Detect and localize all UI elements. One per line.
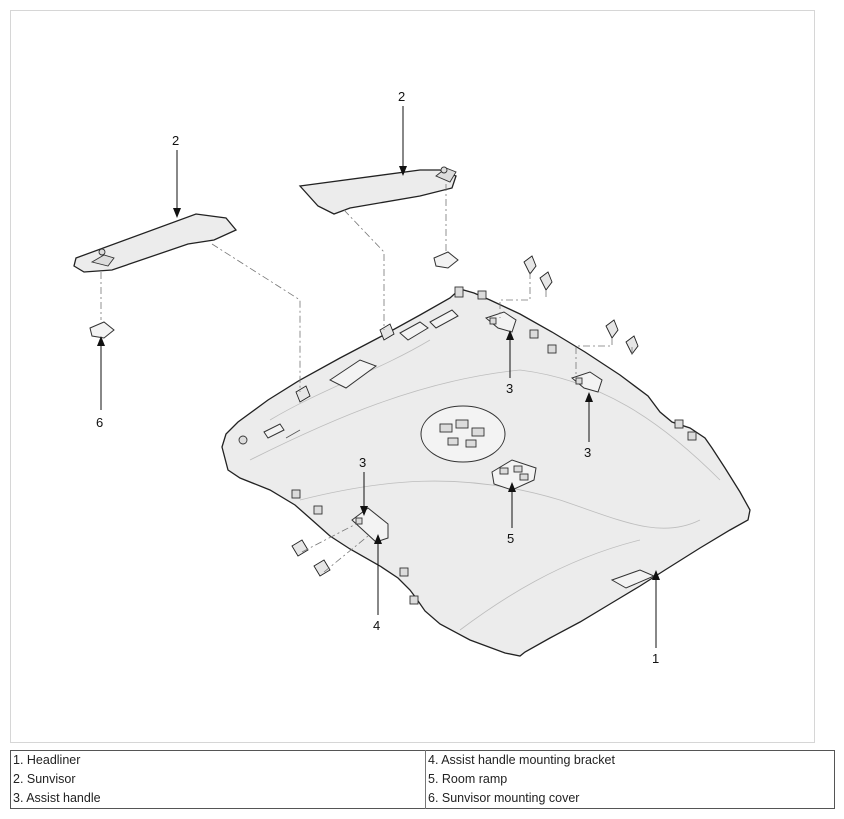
room-ramp-part <box>491 459 537 491</box>
callout-2-sunvisor-right: 2 <box>398 89 405 104</box>
legend-row: 3. Assist handle 6. Sunvisor mounting co… <box>10 789 835 809</box>
sunvisor-mounting-cover-left <box>89 321 115 339</box>
sunvisor-mounting-cover-right <box>433 251 459 269</box>
assist-handle-rear-left <box>484 311 517 333</box>
legend-item-2: 2. Sunvisor <box>10 770 426 789</box>
legend-item-3: 3. Assist handle <box>10 789 426 809</box>
callout-4-mounting-bracket: 4 <box>373 618 380 633</box>
leader-lines <box>97 106 660 648</box>
assist-handle-mounting-clips <box>291 255 639 577</box>
sunvisor-left-part <box>73 213 238 273</box>
headliner-part <box>221 286 751 657</box>
sunvisor-right-part <box>298 166 457 215</box>
parts-legend-table: 1. Headliner 4. Assist handle mounting b… <box>10 750 835 809</box>
legend-item-5: 5. Room ramp <box>428 772 508 786</box>
callout-3-assist-handle-front: 3 <box>359 455 366 470</box>
assembly-lines <box>100 184 633 573</box>
headliner-exploded-diagram: 1 2 2 3 3 3 4 5 6 <box>73 89 751 666</box>
callout-5-room-ramp: 5 <box>507 531 514 546</box>
legend-row: 2. Sunvisor 5. Room ramp <box>10 770 835 789</box>
callout-3-assist-handle-rear-right: 3 <box>584 445 591 460</box>
callout-6-mounting-cover: 6 <box>96 415 103 430</box>
legend-item-6: 6. Sunvisor mounting cover <box>428 791 580 805</box>
callout-3-assist-handle-rear-left: 3 <box>506 381 513 396</box>
callout-2-sunvisor-left: 2 <box>172 133 179 148</box>
legend-row: 1. Headliner 4. Assist handle mounting b… <box>10 750 835 770</box>
legend-item-4: 4. Assist handle mounting bracket <box>428 753 615 767</box>
assist-handle-rear-right <box>570 371 603 393</box>
callout-1-headliner: 1 <box>652 651 659 666</box>
overhead-console-mount <box>439 419 485 448</box>
legend-item-1: 1. Headliner <box>10 750 426 770</box>
